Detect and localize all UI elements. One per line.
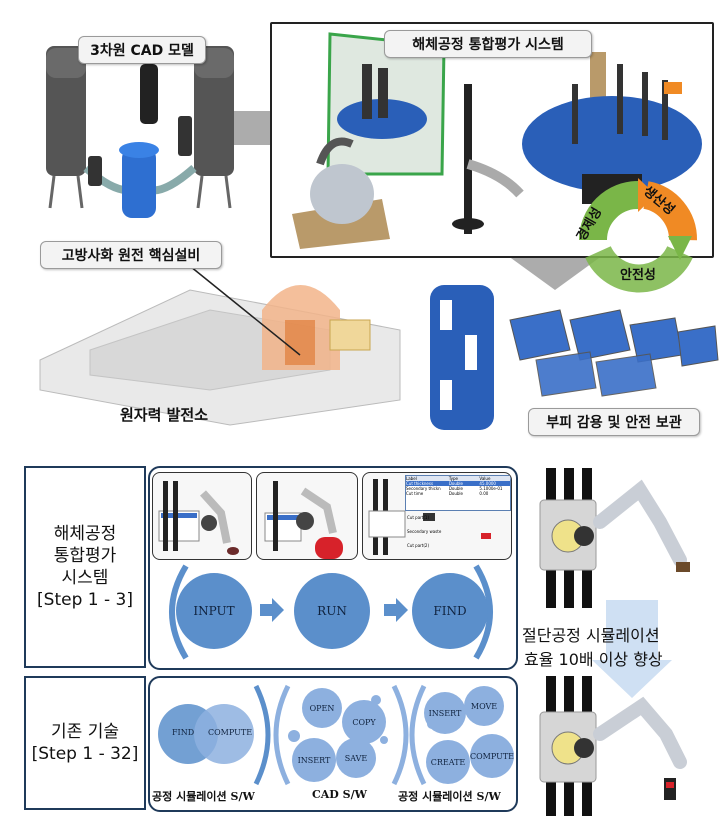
table-cell[interactable]: Secondary thickn — [406, 486, 441, 491]
nuclear-plant-illustration — [39, 257, 401, 426]
property-table-popup: Label Type Value Cut thickness Double 45… — [405, 475, 511, 511]
step-thumbnail-run — [256, 472, 358, 560]
flow-find: FIND — [412, 573, 488, 649]
cad-op-open: OPEN — [302, 688, 342, 728]
table-cell[interactable]: Double — [448, 481, 464, 486]
existing-tech-step-label: 기존 기술 [Step 1 - 32] — [24, 676, 146, 810]
cut-label-2: Secondary waste — [407, 529, 442, 534]
table-cell[interactable]: Double — [448, 486, 464, 491]
cad-op-copy: COPY — [342, 700, 386, 744]
cad-op-save: SAVE — [336, 738, 376, 778]
sim-op-create: CREATE — [426, 740, 470, 784]
table-header-label: Label — [406, 476, 417, 481]
table-cell[interactable]: Double — [448, 491, 464, 496]
integrated-system-illustration — [292, 32, 702, 249]
robot-cutting-before — [539, 468, 690, 608]
row1-line-1: 해체공정 — [53, 524, 117, 544]
table-cell[interactable]: Cut thickness — [406, 481, 434, 486]
cad-model-label: 3차원 CAD 모델 — [78, 36, 206, 64]
venn-compute: COMPUTE — [208, 728, 253, 737]
sim-op-insert: INSERT — [424, 692, 466, 734]
dismantled-components-illustration — [430, 285, 719, 430]
cad-op-insert: INSERT — [292, 738, 336, 782]
table-cell[interactable]: 45.0000 — [479, 481, 496, 486]
reactor-cad-model-illustration — [46, 46, 234, 218]
volume-reduction-label: 부피 감용 및 안전 보관 — [528, 408, 700, 436]
row1-line-4: [Step 1 - 3] — [37, 590, 133, 610]
improvement-arrow — [592, 600, 672, 698]
flow-run: RUN — [294, 573, 370, 649]
caption-process-sim-1: 공정 시뮬레이션 S/W — [152, 790, 255, 803]
sim-op-compute: COMPUTE — [470, 734, 514, 778]
cut-label-3: Cut part(2) — [407, 543, 430, 548]
flow-brackets — [169, 564, 493, 660]
robot-cutting-after — [539, 676, 687, 816]
cycle-diagram — [579, 178, 697, 293]
efficiency-line-1: 절단공정 시뮬레이션 — [522, 626, 660, 645]
row2-line-2: [Step 1 - 32] — [31, 744, 139, 764]
core-equipment-label: 고방사화 원전 핵심설비 — [40, 241, 222, 269]
efficiency-line-2: 효율 10배 이상 향상 — [524, 650, 663, 669]
caption-cad-sw: CAD S/W — [312, 788, 367, 801]
integrated-system-step-label: 해체공정 통합평가 시스템 [Step 1 - 3] — [24, 466, 146, 668]
row1-line-3: 시스템 — [61, 568, 109, 588]
table-header-type: Type — [448, 476, 459, 481]
table-cell[interactable]: 5.1000e-01 — [479, 486, 503, 491]
flow-input: INPUT — [176, 573, 252, 649]
integrated-system-label: 해체공정 통합평가 시스템 — [384, 30, 592, 58]
venn-find: FIND — [172, 728, 195, 737]
cycle-word-safety: 안전성 — [620, 268, 656, 283]
row1-line-2: 통합평가 — [53, 546, 117, 566]
row2-line-1: 기존 기술 — [51, 722, 119, 742]
table-header-value: Value — [479, 476, 491, 481]
venn-diagram — [158, 704, 254, 764]
step-thumbnail-input — [152, 472, 252, 560]
table-cell[interactable]: Cut time — [406, 491, 424, 496]
power-plant-label: 원자력 발전소 — [120, 406, 209, 424]
cut-label-1: Cut part(1) — [407, 515, 430, 520]
sim-op-move: MOVE — [464, 686, 504, 726]
step-thumbnail-find: Label Type Value Cut thickness Double 45… — [362, 472, 512, 560]
table-cell[interactable]: 0.00 — [479, 491, 489, 496]
caption-process-sim-2: 공정 시뮬레이션 S/W — [398, 790, 501, 803]
